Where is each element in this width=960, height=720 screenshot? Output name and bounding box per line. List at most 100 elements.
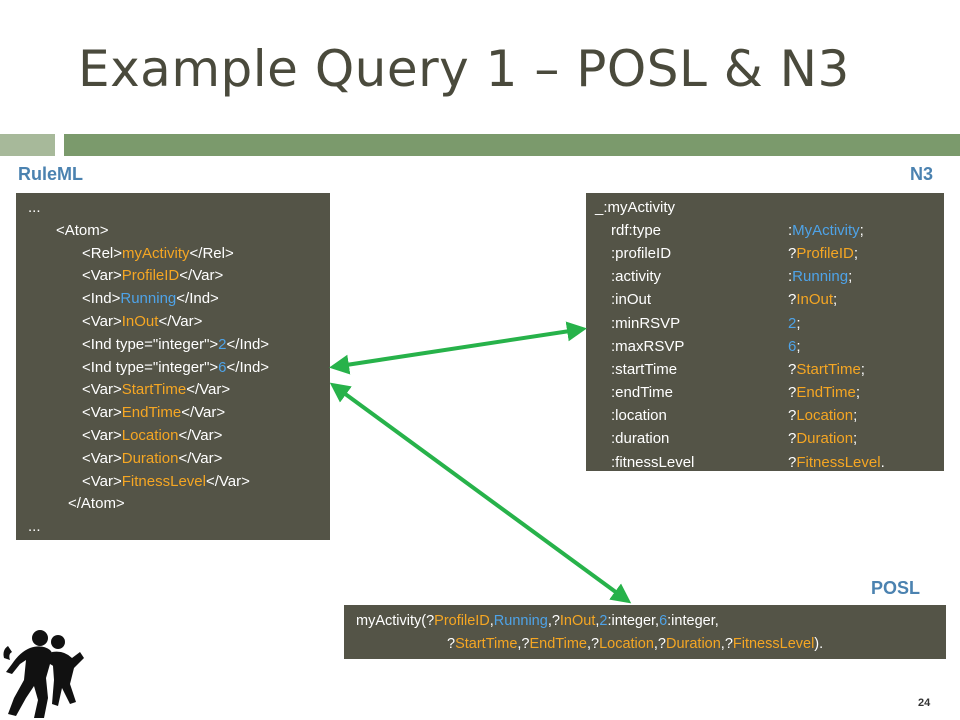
- ruleml-tag-open: <Var>: [82, 267, 122, 285]
- n3-row: :fitnessLevel?FitnessLevel.: [586, 452, 944, 475]
- ruleml-value: Location: [121, 426, 179, 444]
- ruleml-tag-open: <Ind type="integer">: [82, 335, 219, 353]
- posl-segment: ?: [447, 635, 456, 652]
- ruleml-line: <Var>StartTime</Var>: [16, 379, 330, 402]
- ruleml-line: <Ind type="integer">6</Ind>: [16, 357, 330, 380]
- ruleml-lines: <Rel>myActivity</Rel><Var>ProfileID</Var…: [16, 243, 330, 494]
- ruleml-line: <Ind type="integer">2</Ind>: [16, 334, 330, 357]
- ruleml-line: <Var>EndTime</Var>: [16, 402, 330, 425]
- posl-segment: Running: [493, 613, 548, 629]
- n3-row: rdf:type :MyActivity;: [586, 220, 944, 243]
- ruleml-close-ellipsis: ...: [28, 518, 41, 536]
- ruleml-value: 2: [218, 335, 227, 353]
- n3-object: ?Location;: [788, 405, 857, 428]
- ruleml-value: FitnessLevel: [121, 472, 206, 490]
- n3-object-prefix: ?: [788, 407, 797, 425]
- ruleml-tag-open: <Ind type="integer">: [82, 358, 219, 376]
- ruleml-atom-open: <Atom>: [56, 221, 109, 239]
- n3-predicate: :fitnessLevel: [611, 453, 695, 471]
- n3-predicate: rdf:type: [611, 221, 662, 239]
- n3-terminator: .: [880, 453, 885, 471]
- n3-object-value: FitnessLevel: [796, 453, 881, 471]
- posl-segment: ,?: [547, 613, 560, 629]
- ruleml-line: <Var>Duration</Var>: [16, 448, 330, 471]
- n3-object: ?EndTime;: [788, 382, 860, 405]
- n3-object: ?FitnessLevel.: [788, 452, 885, 475]
- n3-predicate: :inOut: [611, 291, 652, 309]
- n3-object: 2;: [788, 313, 801, 336]
- posl-segment: :integer,: [667, 613, 719, 629]
- n3-object-prefix: ?: [788, 360, 797, 378]
- ruleml-tag-open: <Var>: [82, 381, 122, 399]
- ruleml-line: <Var>Location</Var>: [16, 425, 330, 448]
- posl-line-1: myActivity(?ProfileID,Running,?InOut,2:i…: [344, 610, 946, 633]
- ruleml-line: <Rel>myActivity</Rel>: [16, 243, 330, 266]
- n3-row: :activity:Running;: [586, 266, 944, 289]
- n3-object: ?ProfileID;: [788, 243, 858, 266]
- ruleml-value: Duration: [121, 449, 179, 467]
- n3-object-prefix: ?: [788, 291, 797, 309]
- ruleml-tag-open: <Var>: [82, 472, 122, 490]
- posl-segment: myActivity(?: [356, 613, 435, 629]
- n3-object-value: Duration: [796, 430, 854, 448]
- n3-predicate: :startTime: [611, 360, 678, 378]
- n3-object-prefix: :: [788, 268, 793, 286]
- n3-terminator: ;: [796, 314, 801, 332]
- n3-object-prefix: ?: [788, 244, 797, 262]
- ruleml-line: <Ind>Running</Ind>: [16, 288, 330, 311]
- posl-segment: EndTime: [529, 635, 587, 652]
- n3-object-prefix: ?: [788, 384, 797, 402]
- n3-object-value: 6: [788, 337, 797, 355]
- ruleml-tag-close: </Ind>: [176, 290, 219, 308]
- n3-label: N3: [910, 164, 934, 184]
- n3-object-value: StartTime: [796, 360, 861, 378]
- n3-object-value: EndTime: [796, 384, 856, 402]
- ruleml-tag-open: <Rel>: [82, 244, 123, 262]
- posl-segment: FitnessLevel: [732, 635, 815, 652]
- n3-predicate: :activity: [611, 268, 662, 286]
- n3-object-prefix: :: [788, 221, 793, 239]
- posl-segment: StartTime: [455, 635, 518, 652]
- posl-segment: ,?: [720, 635, 733, 652]
- posl-segment: ,?: [586, 635, 600, 652]
- ruleml-tag-close: </Var>: [178, 426, 223, 444]
- posl-segment: Location: [599, 635, 654, 652]
- arrow-ruleml-n3: [329, 321, 587, 375]
- n3-object: ?InOut;: [788, 289, 837, 312]
- title-accent-bar: [64, 134, 960, 156]
- n3-terminator: ;: [860, 360, 865, 378]
- runners-logo-icon: [3, 630, 84, 718]
- ruleml-value: Running: [120, 290, 177, 308]
- posl-box: myActivity(?ProfileID,Running,?InOut,2:i…: [344, 605, 946, 659]
- posl-line-2: ?StartTime,?EndTime,?Location,?Duration,…: [344, 633, 946, 656]
- ruleml-line: <Var>FitnessLevel</Var>: [16, 471, 330, 494]
- ruleml-tag-close: </Rel>: [189, 244, 234, 262]
- posl-segment: ).: [814, 635, 824, 652]
- title-accent-bar-small: [0, 134, 55, 156]
- ruleml-tag-close: </Ind>: [226, 335, 270, 353]
- n3-terminator: ;: [853, 430, 858, 448]
- n3-object-value: Location: [796, 407, 854, 425]
- slide-title: Example Query 1 – POSL & N3: [78, 40, 850, 98]
- posl-segment: Duration: [665, 635, 721, 652]
- posl-segment: ,?: [653, 635, 666, 652]
- n3-terminator: ;: [855, 384, 860, 402]
- n3-terminator: ;: [796, 337, 801, 355]
- n3-object-value: Running: [792, 268, 849, 286]
- ruleml-tag-close: </Ind>: [226, 358, 270, 376]
- n3-object-value: MyActivity: [792, 221, 860, 239]
- ruleml-value: myActivity: [122, 244, 190, 262]
- n3-object: :MyActivity;: [788, 220, 864, 243]
- posl-segment: ,: [595, 613, 600, 629]
- ruleml-tag-open: <Ind>: [82, 290, 121, 308]
- posl-segment: 2: [599, 613, 608, 629]
- n3-row: :profileID?ProfileID;: [586, 243, 944, 266]
- n3-terminator: ;: [833, 291, 838, 309]
- ruleml-value: InOut: [121, 312, 159, 330]
- n3-row: :startTime?StartTime;: [586, 359, 944, 382]
- ruleml-tag-open: <Var>: [82, 426, 122, 444]
- n3-object-prefix: ?: [788, 453, 797, 471]
- posl-segment: ,: [489, 613, 494, 629]
